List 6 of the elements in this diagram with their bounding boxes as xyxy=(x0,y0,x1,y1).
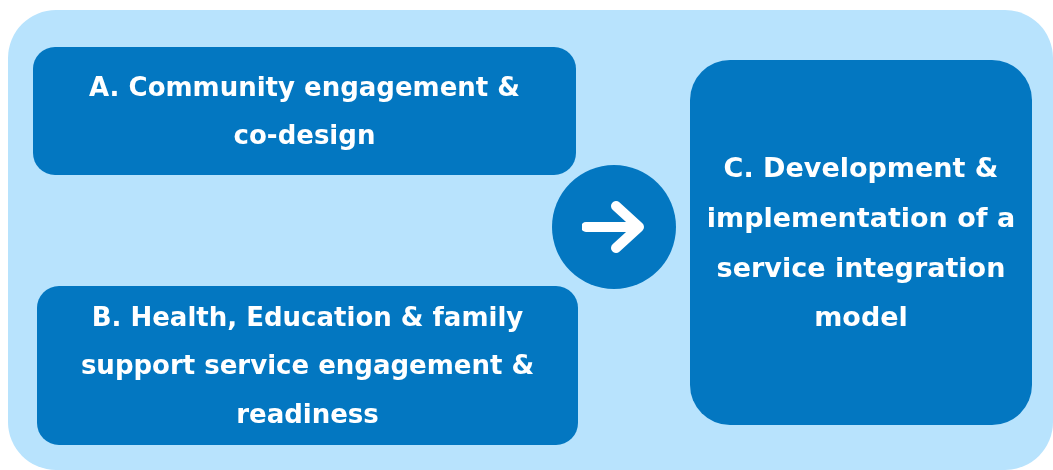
process-box xyxy=(33,47,576,175)
process-box xyxy=(37,286,578,445)
box-label: B. Health, Education & family support service engagement & readiness xyxy=(79,301,536,431)
box-label: A. Community engagement & co-design xyxy=(88,70,521,152)
box-label: C. Development & implementation of a service integration model xyxy=(705,150,1017,335)
process-box xyxy=(690,60,1032,425)
